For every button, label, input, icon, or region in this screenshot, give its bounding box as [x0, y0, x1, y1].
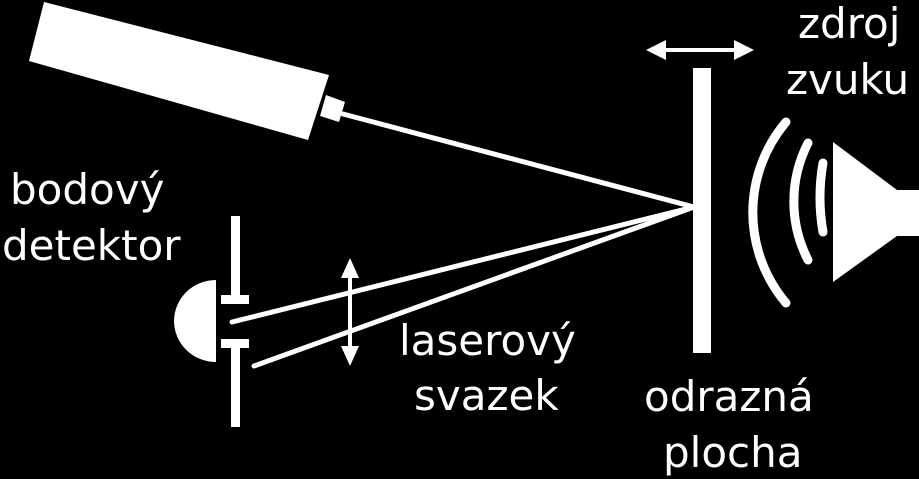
reflected-beam-lower — [251, 204, 697, 369]
aperture-plate-bottom — [221, 339, 249, 348]
laser-emitter — [29, 2, 345, 140]
aperture-stem-bottom — [231, 348, 240, 427]
point-detector — [174, 216, 249, 427]
aperture-plate-top — [221, 295, 249, 304]
incident-beam — [340, 111, 697, 210]
sound-wave-inner — [815, 158, 828, 237]
speaker-icon — [833, 142, 919, 282]
label-source-line2: zvuku — [786, 55, 909, 104]
label-detector-line1: bodový — [10, 165, 164, 214]
laser-body — [29, 2, 329, 140]
sound-wave-middle — [789, 138, 813, 265]
sound-wave-outer — [748, 117, 791, 308]
laser-nozzle — [320, 95, 345, 122]
label-surface-line1: odrazná — [644, 372, 814, 421]
label-detector-line2: detektor — [2, 221, 181, 270]
beam-deflection-arrow — [341, 258, 359, 366]
reflecting-surface — [693, 68, 711, 353]
label-surface-line2: plocha — [663, 428, 802, 477]
detector-dome — [174, 280, 216, 362]
reflected-beam-upper — [229, 204, 697, 325]
label-source-line1: zdroj — [798, 0, 900, 48]
surface-motion-arrow — [646, 40, 754, 60]
sound-waves — [748, 117, 828, 308]
label-beam-line1: laserový — [399, 316, 576, 365]
label-beam-line2: svazek — [414, 371, 559, 420]
aperture-stem-top — [231, 216, 240, 295]
laser-beams — [229, 111, 697, 369]
